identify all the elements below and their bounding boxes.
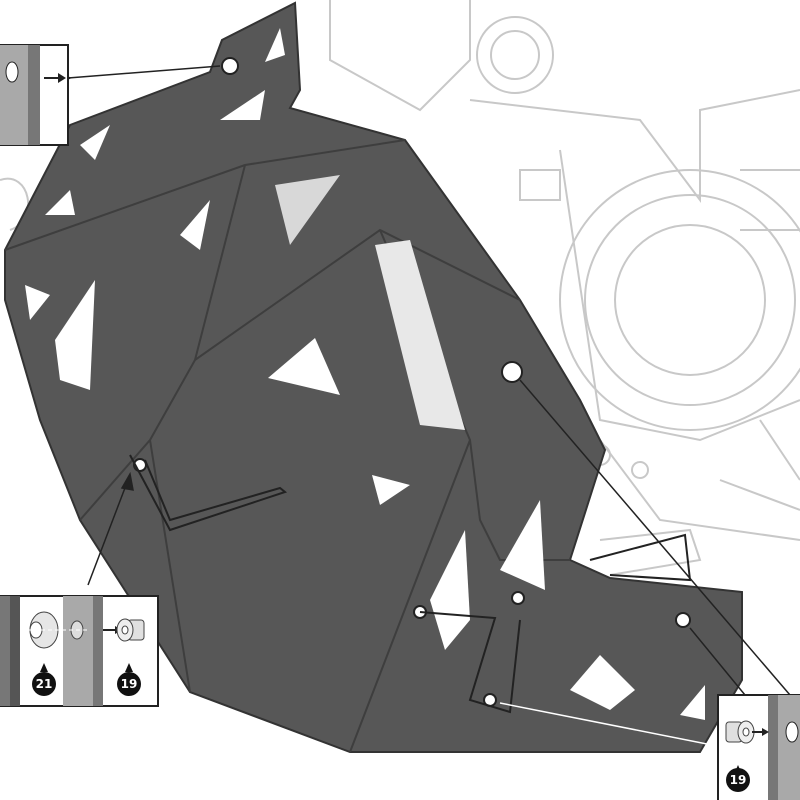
part-number-label: 21 [36, 677, 53, 691]
brackets [129, 454, 692, 714]
skid-plate [4, 1, 743, 753]
callout-bottom-left: 21 19 [0, 595, 159, 707]
part-number-label: 19 [121, 677, 138, 691]
part-badge-21: 21 [32, 663, 56, 696]
bolt-end-icon [5, 61, 19, 83]
callout-top-left [0, 44, 69, 146]
bolt-end-icon [785, 721, 799, 743]
callout-bottom-right: 19 [717, 694, 800, 800]
arrow-head-icon [120, 471, 134, 491]
flange-nut-icon [116, 618, 145, 642]
flange-nut-icon [725, 720, 755, 744]
part-badge-19: 19 [726, 765, 750, 792]
part-number-label: 19 [730, 773, 747, 787]
plate-cutouts [25, 28, 705, 720]
part-badge-19: 19 [117, 663, 141, 696]
arrow-icon [58, 73, 66, 83]
